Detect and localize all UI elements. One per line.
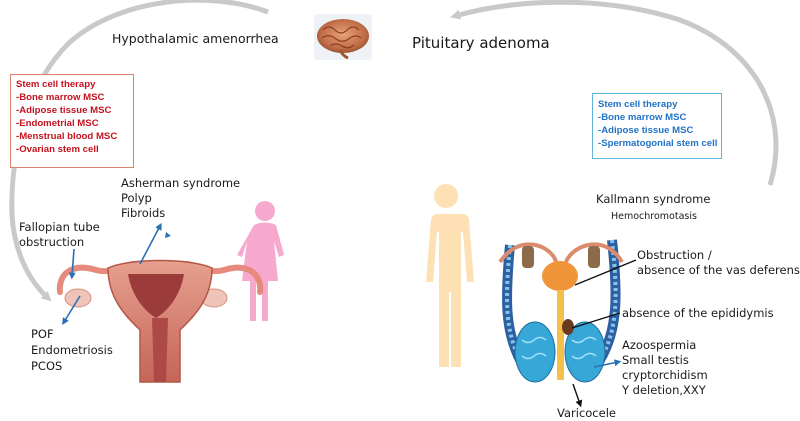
uterine-conditions-label: Asherman syndrome Polyp Fibroids [121, 176, 240, 221]
pituitary-adenoma-label: Pituitary adenoma [412, 34, 550, 52]
male-therapy-item: -Spermatogonial stem cell [598, 138, 718, 149]
pointer-varicocele [572, 383, 583, 408]
pointer-asherman-tip [165, 232, 171, 238]
female-therapy-item: -Adipose tissue MSC [16, 105, 112, 116]
pointer-fallopian [68, 248, 76, 280]
hypothalamic-amenorrhea-label: Hypothalamic amenorrhea [112, 31, 279, 46]
female-therapy-title: Stem cell therapy [16, 79, 96, 90]
fibroids-text: Fibroids [121, 206, 166, 220]
pointer-testis [593, 359, 622, 368]
varicocele-label: Varicocele [557, 406, 616, 420]
brain-icon [314, 14, 372, 60]
female-stem-cell-therapy-box: Stem cell therapy -Bone marrow MSC -Adip… [10, 74, 134, 168]
testicular-conditions-label: Azoospermia Small testis cryptorchidism … [622, 338, 708, 398]
epididymis-label: absence of the epididymis [622, 306, 774, 320]
pointer-vas-deferens [574, 259, 637, 286]
azoospermia-text: Azoospermia [622, 338, 697, 352]
small-testis-text: Small testis [622, 353, 689, 367]
uterus-illustration [56, 259, 264, 383]
pointer-asherman [139, 222, 162, 265]
pointer-ovarian [62, 295, 81, 325]
pointer-epididymis [571, 312, 621, 329]
male-therapy-title: Stem cell therapy [598, 99, 678, 110]
y-deletion-text: Y deletion,XXY [622, 383, 706, 397]
cryptorchidism-text: cryptorchidism [622, 368, 708, 382]
fallopian-tube-text: Fallopian tube [19, 220, 100, 234]
endometriosis-text: Endometriosis [31, 343, 113, 357]
hemochromatosis-label: Hemochromotasis [611, 211, 697, 222]
male-silhouette-icon [426, 184, 474, 367]
kallmann-syndrome-label: Kallmann syndrome [596, 192, 711, 206]
female-therapy-item: -Menstrual blood MSC [16, 131, 118, 142]
asherman-syndrome-text: Asherman syndrome [121, 176, 241, 190]
male-reproductive-illustration [498, 239, 624, 383]
male-therapy-item: -Adipose tissue MSC [598, 125, 694, 136]
female-therapy-item: -Ovarian stem cell [16, 144, 99, 155]
female-silhouette-icon [237, 201, 284, 321]
fallopian-tube-label: Fallopian tube obstruction [19, 220, 100, 250]
vas-absence-text: absence of the vas deferens [637, 263, 800, 277]
pcos-text: PCOS [31, 359, 63, 373]
pof-text: POF [31, 327, 54, 341]
male-stem-cell-therapy-box: Stem cell therapy -Bone marrow MSC -Adip… [592, 93, 722, 159]
cycle-arrow-right [450, 0, 779, 186]
male-therapy-item: -Bone marrow MSC [598, 112, 687, 123]
ovarian-conditions-label: POF Endometriosis PCOS [31, 326, 113, 374]
vas-deferens-label: Obstruction / absence of the vas deferen… [637, 248, 800, 278]
polyp-text: Polyp [121, 191, 152, 205]
female-therapy-item: -Bone marrow MSC [16, 92, 105, 103]
female-therapy-item: -Endometrial MSC [16, 118, 99, 129]
vas-obstruction-text: Obstruction / [637, 248, 712, 262]
fallopian-obstruction-text: obstruction [19, 235, 85, 249]
